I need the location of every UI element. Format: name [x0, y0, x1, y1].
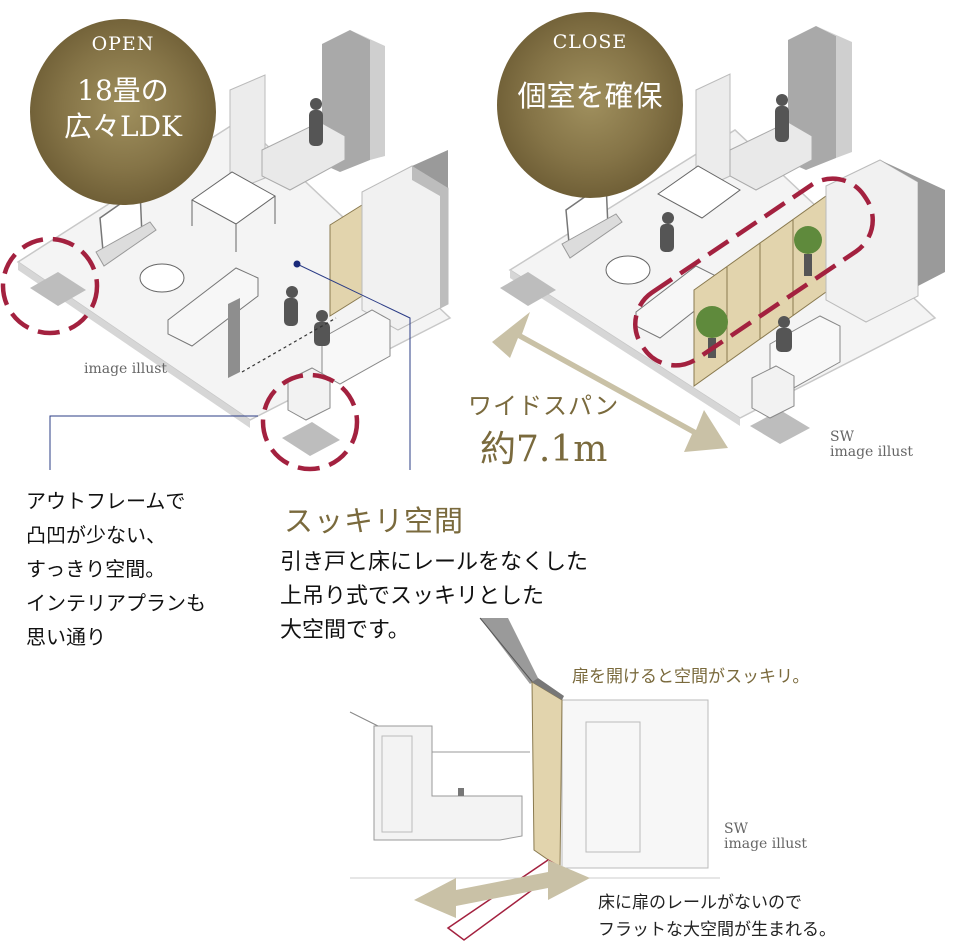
outframe-line: すっきり空間。	[26, 557, 166, 581]
open-badge: OPEN 18畳の 広々LDK	[30, 19, 216, 205]
outframe-line: インテリアプランも	[26, 591, 206, 615]
illust-caption-right: SW image illust	[830, 430, 913, 460]
outframe-line: 凸凹が少ない、	[26, 523, 166, 547]
close-badge-label: CLOSE	[552, 31, 628, 53]
sukkiri-line: 引き戸と床にレールをなくした	[280, 550, 589, 575]
open-badge-line2: 広々LDK	[64, 110, 182, 143]
outframe-line: 思い通り	[26, 625, 106, 649]
open-badge-label: OPEN	[91, 33, 155, 55]
sukkiri-title: スッキリ空間	[284, 504, 465, 538]
illust-caption-bottom: SW image illust	[724, 822, 807, 852]
open-badge-line1: 18畳の	[77, 74, 169, 107]
sukkiri-description: 引き戸と床にレールをなくした 上吊り式でスッキリとした 大空間です。	[280, 546, 588, 648]
floor-caption-line: フラットな大空間が生まれる。	[598, 920, 836, 940]
illust-right-text: image illust	[830, 444, 914, 460]
sukkiri-line: 上吊り式でスッキリとした	[280, 584, 545, 609]
illust-caption-left: image illust	[84, 361, 168, 377]
wide-span-label: ワイドスパン	[468, 392, 620, 420]
illust-bottom-sw: SW	[724, 821, 748, 837]
illust-bottom-text: image illust	[724, 836, 808, 852]
outframe-line: アウトフレームで	[26, 489, 186, 513]
close-badge: CLOSE 個室を確保	[497, 12, 683, 198]
floor-caption-line: 床に扉のレールがないので	[598, 893, 802, 913]
outframe-description: アウトフレームで 凸凹が少ない、 すっきり空間。 インテリアプランも 思い通り	[26, 484, 206, 654]
floor-caption: 床に扉のレールがないので フラットな大空間が生まれる。	[598, 890, 836, 944]
close-badge-title: 個室を確保	[517, 79, 663, 113]
door-caption: 扉を開けると空間がスッキリ。	[572, 667, 810, 687]
sukkiri-line: 大空間です。	[280, 618, 410, 643]
illust-right-sw: SW	[830, 429, 854, 445]
wide-span-value: 約7.1m	[480, 429, 608, 470]
